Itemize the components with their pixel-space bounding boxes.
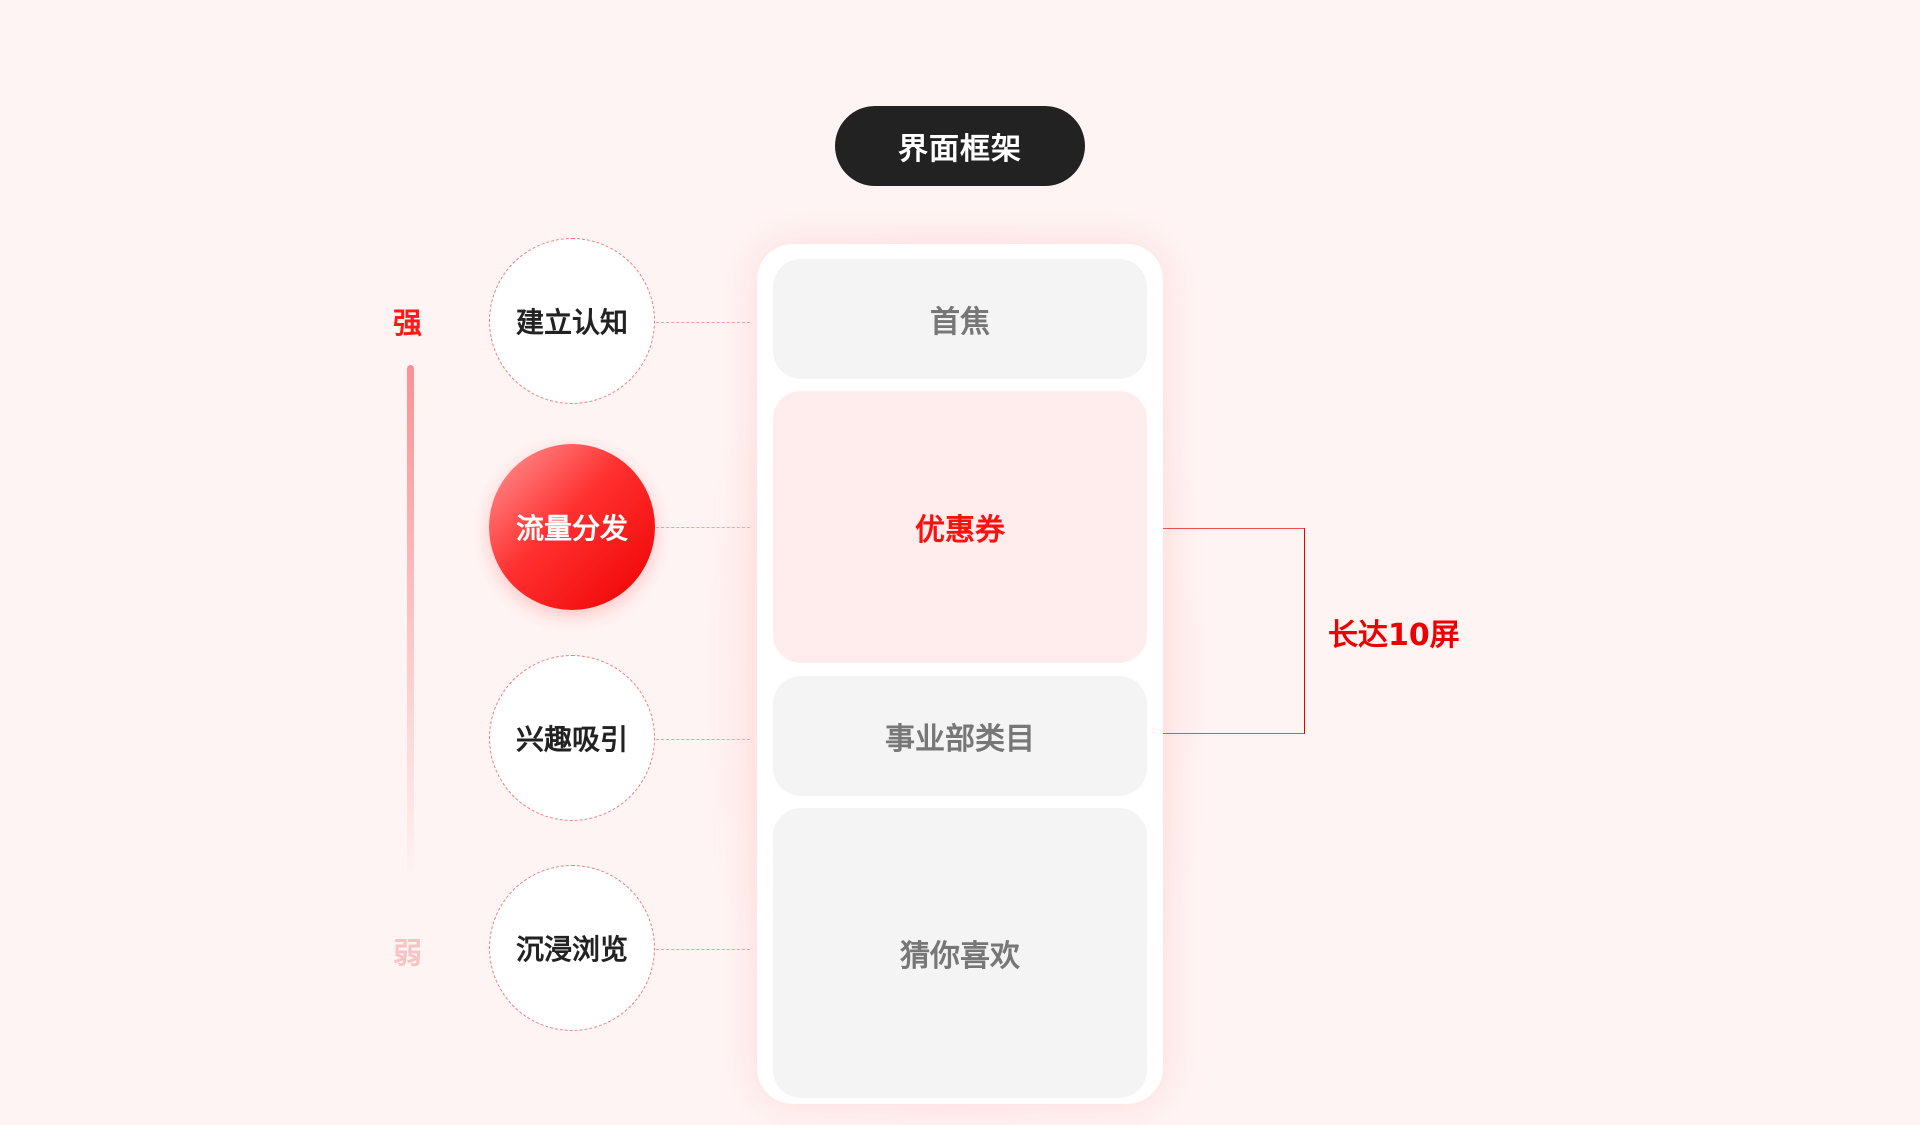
page-title: 界面框架 <box>835 106 1085 186</box>
length-bracket-label: 长达10屏 <box>1328 618 1460 653</box>
connector-line <box>656 322 750 323</box>
scale-weak-label: 弱 <box>393 936 423 970</box>
phone-frame: 首焦 优惠券 事业部类目 猜你喜欢 <box>757 244 1163 1104</box>
stage-circle-interest-attraction: 兴趣吸引 <box>489 655 655 821</box>
strength-gradient-bar <box>407 365 414 885</box>
block-label: 猜你喜欢 <box>900 939 1020 974</box>
block-division-categories: 事业部类目 <box>773 676 1147 796</box>
connector-line <box>656 527 750 528</box>
stage-label: 沉浸浏览 <box>515 933 628 966</box>
scale-strong-label: 强 <box>393 306 423 340</box>
block-focus-banner: 首焦 <box>773 259 1147 379</box>
block-label: 首焦 <box>930 305 990 340</box>
stage-circle-traffic-distribution: 流量分发 <box>489 444 655 610</box>
block-coupons: 优惠券 <box>773 391 1147 663</box>
stage-label: 兴趣吸引 <box>515 723 628 756</box>
block-recommendations: 猜你喜欢 <box>773 808 1147 1098</box>
block-label: 事业部类目 <box>885 722 1035 757</box>
length-bracket <box>1163 528 1305 734</box>
block-label: 优惠券 <box>915 513 1005 548</box>
connector-line <box>656 949 750 950</box>
stage-label: 建立认知 <box>515 306 628 339</box>
stage-circle-immersive-browsing: 沉浸浏览 <box>489 865 655 1031</box>
stage-circle-build-awareness: 建立认知 <box>489 238 655 404</box>
stage-label: 流量分发 <box>515 512 628 545</box>
connector-line <box>656 739 750 740</box>
